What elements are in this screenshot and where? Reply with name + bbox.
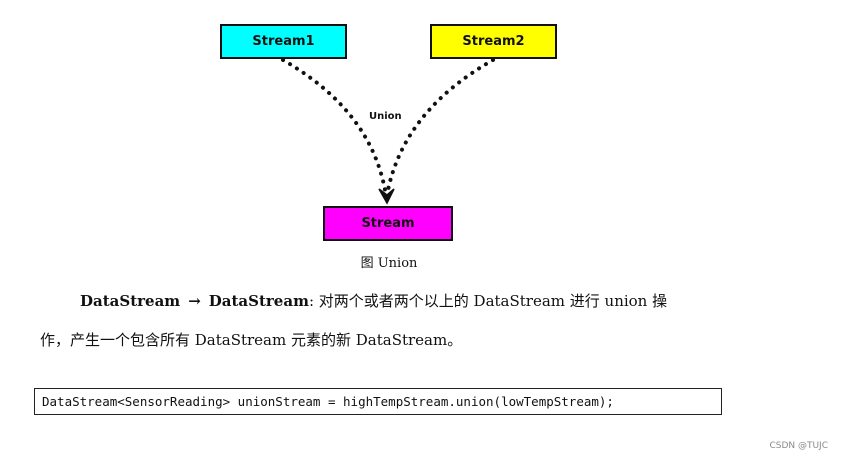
arrow-glyph: → (188, 292, 201, 310)
edge-label-union: Union (369, 111, 402, 122)
node-stream2-label: Stream2 (462, 34, 525, 49)
node-stream2: Stream2 (430, 24, 557, 59)
paragraph-line-2: 作，产生一个包含所有 DataStream 元素的新 DataStream。 (40, 331, 463, 349)
watermark: CSDN @TUJC (769, 441, 828, 451)
node-stream1-label: Stream1 (252, 34, 315, 49)
arrowhead (378, 188, 395, 205)
node-stream-label: Stream (361, 216, 415, 231)
edge-stream1-to-stream (281, 58, 387, 192)
node-stream1: Stream1 (220, 24, 347, 59)
edge-stream2-to-stream (386, 58, 495, 192)
term-from: DataStream (80, 292, 181, 310)
figure-caption: 图 Union (360, 256, 418, 271)
term-to: DataStream (208, 292, 309, 310)
union-edges (281, 58, 495, 205)
node-stream: Stream (323, 206, 453, 241)
paragraph-line-1-rest: : 对两个或者两个以上的 DataStream 进行 union 操 (308, 292, 668, 310)
code-snippet: DataStream<SensorReading> unionStream = … (34, 388, 722, 415)
union-diagram: Stream1 Stream2 Stream Union (220, 24, 557, 241)
paragraph-line-1: DataStream→DataStream: 对两个或者两个以上的 DataSt… (80, 290, 667, 311)
